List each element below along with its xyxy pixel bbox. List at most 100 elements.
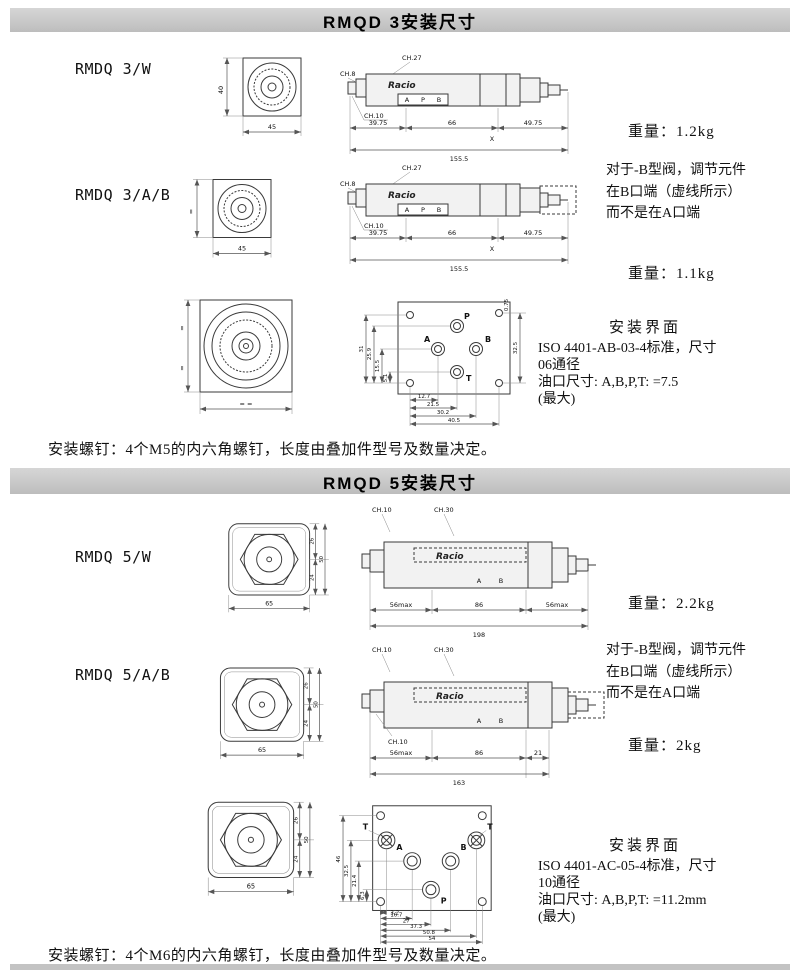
dim-vertical: 15.5	[375, 359, 381, 372]
dim-right-upper: 26	[294, 817, 300, 825]
dim-equal-mark: =	[187, 209, 195, 214]
port-p-label: P	[464, 312, 470, 321]
section3-mounting-screw-note: 安装螺钉：4个M5的内六角螺钉，长度由叠加件型号及数量决定。	[48, 442, 497, 458]
max-note-line: (最大)	[538, 910, 576, 925]
port-size-line: 油口尺寸: A,B,P,T: =7.5	[538, 375, 679, 390]
rmdq3ab-side-view-drawing: CH.27 Racio A P B CH.8 CH.10 39.75 66 49…	[340, 164, 577, 273]
wrench-size-label: CH.10	[364, 112, 384, 120]
section3-title: RMQD 3安装尺寸	[322, 12, 478, 32]
dim-width: 65	[265, 601, 273, 608]
port-a-label: A	[477, 717, 482, 725]
port-a-label: A	[396, 843, 403, 852]
port-p-label: P	[421, 206, 425, 214]
dim-segment3: 21	[534, 749, 542, 757]
brand-logo: Racio	[436, 692, 464, 702]
wrench-size-label: CH.10	[388, 738, 408, 746]
iso-standard-line: ISO 4401-AC-05-4标准，尺寸	[538, 859, 717, 874]
dim-vertical: 25.9	[367, 347, 373, 360]
dim-vertical: 21.4	[352, 874, 358, 887]
max-note-line: (最大)	[538, 392, 576, 407]
wrench-size-label: CH.27	[402, 164, 422, 172]
model-label-rmdq3w: RMDQ 3/W	[75, 60, 152, 78]
rmdq5ab-side-view-drawing: CH.10 CH.30 Racio A B CH.10 56max 86 21 …	[361, 646, 605, 787]
nominal-size-line: 06通径	[538, 358, 580, 373]
note-line3: 而不是在A口端	[606, 206, 701, 222]
dim-total-length: 155.5	[450, 265, 469, 273]
rmdq5ab-front-view-drawing: 65 26 24 50	[219, 667, 324, 760]
dim-bolt-offset: 0.75	[504, 298, 510, 311]
wrench-size-label: CH.10	[372, 646, 392, 654]
dim-segment2: 66	[448, 229, 456, 237]
dim-width: 65	[247, 883, 255, 891]
note-line1: 对于-B型阀，调节元件	[606, 163, 746, 178]
port-a-label: A	[405, 206, 410, 214]
brand-logo: Racio	[388, 81, 416, 91]
rmdq3ab-front-view-drawing: = 45	[187, 179, 272, 258]
x-datum-mark: X	[490, 245, 495, 253]
rmqd3-interface-front-view-drawing: = = = =	[178, 299, 293, 414]
dim-total-length: 155.5	[450, 155, 469, 163]
wrench-size-label: CH.10	[372, 506, 392, 514]
dim-vertical-right: 32.5	[513, 341, 519, 354]
brand-logo: Racio	[436, 552, 464, 562]
dim-horizontal: 12.7	[418, 394, 431, 400]
wrench-size-label: CH.8	[340, 180, 356, 188]
port-p-label: P	[441, 897, 447, 906]
dim-vertical: 31	[359, 346, 365, 353]
next-section-header-edge	[10, 964, 790, 970]
dim-horizontal: 30.2	[437, 410, 449, 416]
dim-width: 65	[258, 746, 266, 754]
dim-total-length: 163	[453, 779, 465, 787]
x-datum-mark: X	[490, 135, 495, 143]
dim-segment2: 86	[475, 749, 483, 757]
port-b-label: B	[485, 335, 491, 344]
b-type-note: 对于-B型阀，调节元件 在B口端（虚线所示） 而不是在A口端	[606, 640, 798, 705]
dim-segment2: 86	[475, 601, 483, 609]
weight-rmdq3ab: 重量：1.1kg	[628, 266, 715, 282]
dim-horizontal: 54	[428, 936, 435, 942]
dim-right-total: 50	[319, 555, 325, 562]
port-t-label: T	[487, 822, 493, 831]
dim-segment3: 56max	[546, 601, 569, 609]
note-line1: 对于-B型阀，调节元件	[606, 643, 746, 658]
wrench-size-label: CH.30	[434, 646, 454, 654]
note-line2: 在B口端（虚线所示）	[606, 184, 742, 200]
interface-title: 安装界面	[608, 320, 681, 336]
dim-right-lower: 24	[309, 574, 315, 581]
dim-segment3: 49.75	[524, 119, 543, 127]
rmdq5w-front-view-drawing: 65 26 24 50	[228, 523, 329, 613]
b-type-note: 对于-B型阀，调节元件 在B口端（虚线所示） 而不是在A口端	[606, 160, 798, 225]
rmqd5-interface-front-view-drawing: 65 26 24 50	[207, 801, 314, 896]
dim-equal-mark: =	[178, 325, 186, 330]
port-a-label: A	[477, 577, 482, 585]
model-label-rmdq5ab: RMDQ 5/A/B	[75, 666, 171, 684]
dim-right-upper: 26	[304, 682, 310, 689]
note-line2: 在B口端（虚线所示）	[606, 664, 742, 680]
port-a-label: A	[405, 96, 410, 104]
port-t-label: T	[466, 374, 472, 383]
section3-header-bar: RMQD 3安装尺寸	[10, 8, 790, 32]
port-a-label: A	[424, 335, 431, 344]
section5-header-bar: RMQD 5安装尺寸	[10, 468, 790, 494]
rmqd3-port-pattern-drawing: P A B T 31 25.9 15.5 5.1 12.7 21.5 30.2 …	[359, 298, 526, 427]
section5-title: RMQD 5安装尺寸	[322, 473, 478, 493]
port-b-label: B	[437, 206, 441, 214]
dim-horizontal: 27	[403, 918, 410, 924]
dim-width: 45	[268, 123, 276, 131]
port-b-label: B	[461, 843, 467, 852]
nominal-size-line: 10通径	[538, 876, 580, 891]
dim-segment1: 39.75	[369, 229, 388, 237]
port-p-label: P	[421, 96, 425, 104]
model-label-rmdq5w: RMDQ 5/W	[75, 548, 152, 566]
dim-horizontal: 37.3	[410, 924, 423, 930]
rmdq5w-side-view-drawing: CH.10 CH.30 Racio A B 56max 86 56max 198	[361, 506, 596, 639]
wrench-size-label: CH.8	[340, 70, 356, 78]
wrench-size-label: CH.10	[364, 222, 384, 230]
port-b-label: B	[499, 577, 503, 585]
interface-title: 安装界面	[608, 838, 681, 854]
model-label-rmdq3ab: RMDQ 3/A/B	[75, 186, 171, 204]
weight-rmdq5ab: 重量：2kg	[628, 738, 702, 754]
dim-segment1: 56max	[390, 749, 413, 757]
dim-width: 45	[238, 245, 246, 253]
dim-right-lower: 24	[304, 719, 310, 726]
